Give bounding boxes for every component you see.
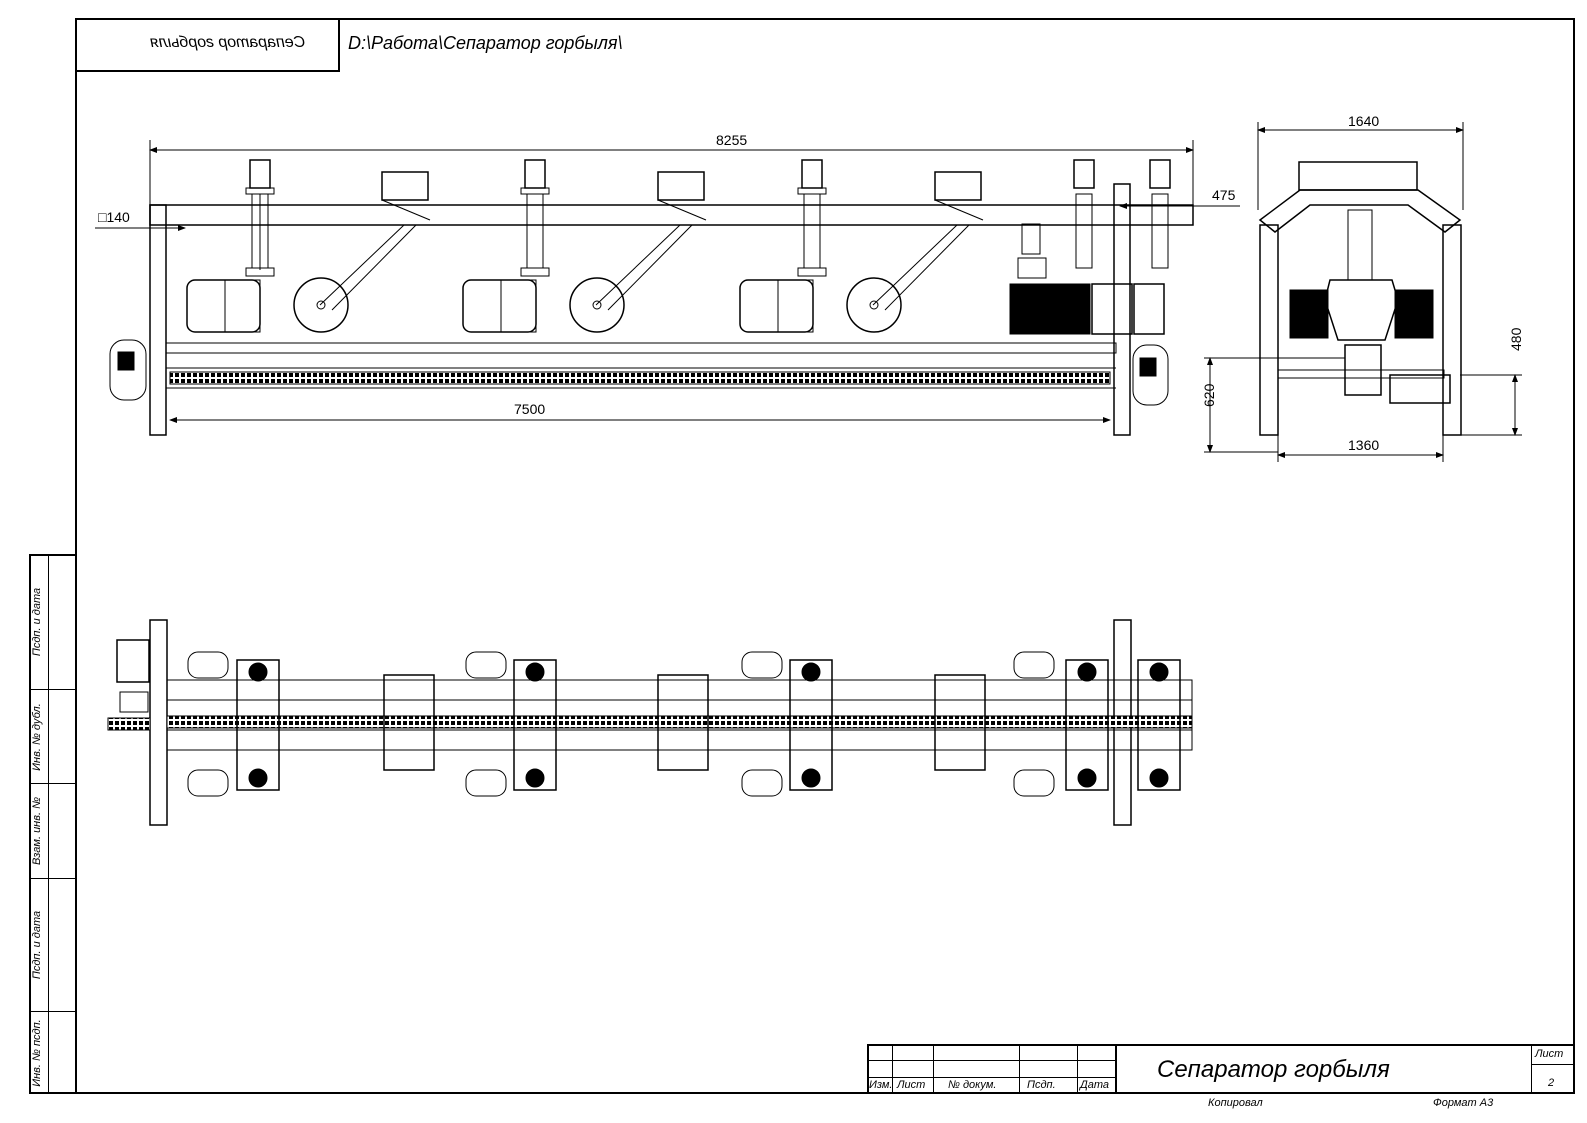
col-izm: Изм. <box>869 1079 893 1091</box>
drive-unit-right <box>1009 159 1171 335</box>
col-doc: № докум. <box>948 1079 997 1091</box>
dim-8255: 8255 <box>716 132 747 148</box>
sheet-number: 2 <box>1548 1077 1555 1089</box>
dim-1640: 1640 <box>1348 113 1379 129</box>
dim-620: 620 <box>1201 383 1217 407</box>
header-mirrored-box <box>75 18 340 72</box>
dim-475: 475 <box>1212 187 1236 203</box>
dim-1360: 1360 <box>1348 437 1379 453</box>
front-view: 8255 □140 475 7500 <box>95 132 1240 436</box>
plan-station-4 <box>1013 651 1181 797</box>
format-label: Формат A3 <box>1433 1097 1494 1109</box>
roller-unit-1 <box>186 159 431 333</box>
col-date: Дата <box>1080 1079 1110 1091</box>
dim-140: □140 <box>98 209 130 225</box>
drawing-title: Сепаратор горбыля <box>1157 1056 1390 1083</box>
plan-station-3 <box>741 651 986 797</box>
dim-7500: 7500 <box>514 401 545 417</box>
title-block <box>867 1044 1575 1094</box>
side-stamp <box>29 554 77 1094</box>
file-path: D:\Работа\Сепаратор горбыля\ <box>348 33 623 53</box>
plan-view <box>107 619 1193 826</box>
roller-unit-2 <box>462 159 707 333</box>
dim-480: 480 <box>1508 327 1524 351</box>
plan-station-2 <box>465 651 709 797</box>
sheet-label: Лист <box>1535 1048 1564 1060</box>
copied-label: Копировал <box>1208 1097 1263 1109</box>
col-list: Лист <box>897 1079 926 1091</box>
roller-unit-3 <box>739 159 984 333</box>
plan-station-1 <box>187 651 435 797</box>
col-sign: Пcдп. <box>1027 1079 1056 1091</box>
end-view: 1640 1360 480 620 <box>1201 113 1524 462</box>
